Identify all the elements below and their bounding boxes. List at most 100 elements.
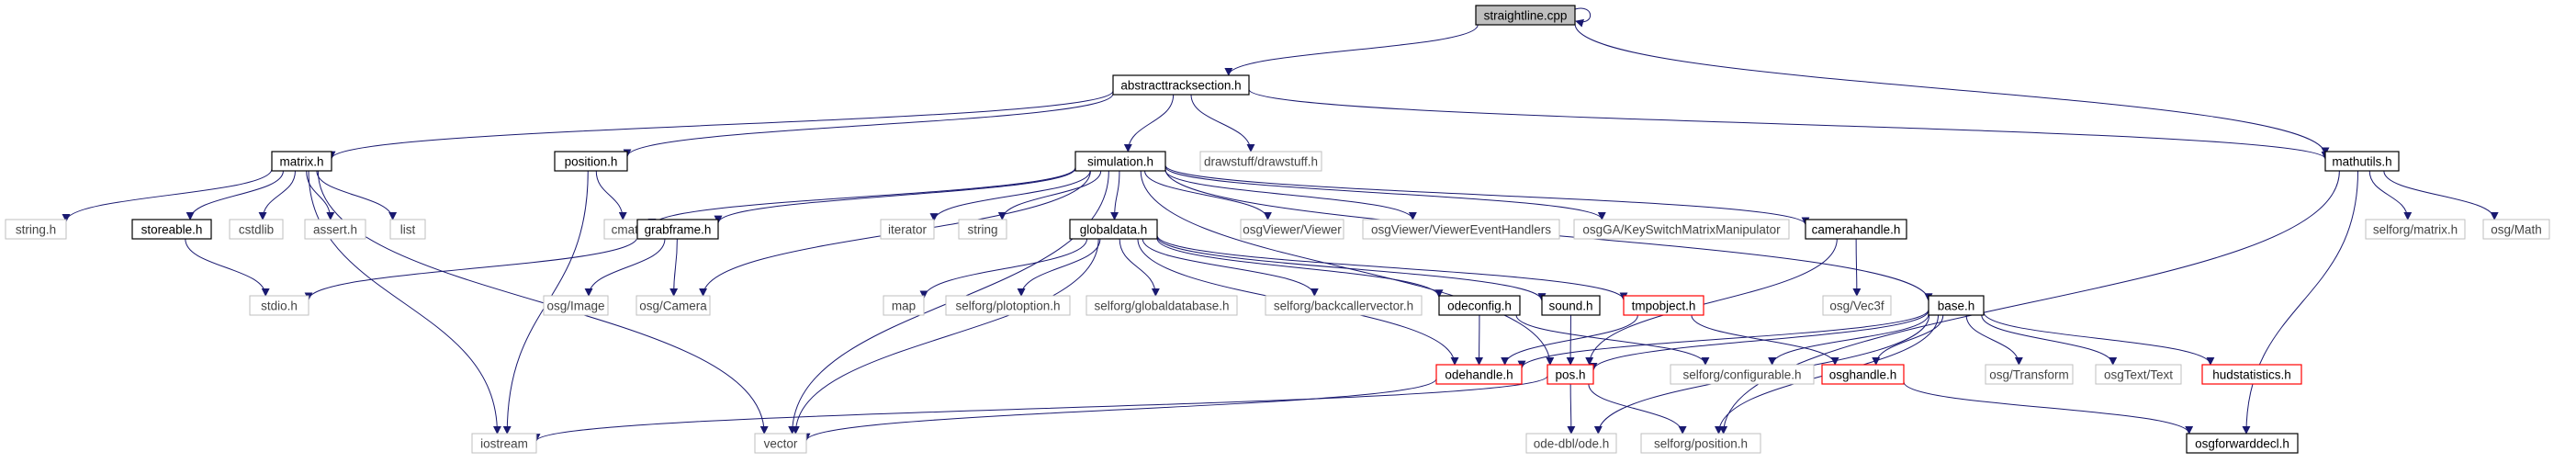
node-globaldatabase: selforg/globaldatabase.h — [1086, 295, 1238, 316]
node-label: straightline.cpp — [1484, 9, 1568, 23]
node-label: globaldata.h — [1080, 223, 1148, 237]
node-box — [1573, 219, 1790, 240]
edge-globaldata-to-sound — [1156, 236, 1547, 302]
node-box — [1670, 364, 1815, 385]
node-selforg_position: selforg/position.h — [1640, 433, 1761, 454]
node-label: string.h — [16, 223, 56, 237]
edge-pos-to-odedbl — [1567, 383, 1576, 435]
node-osgforwarddecl[interactable]: osgforwarddecl.h — [2186, 433, 2299, 454]
node-grabframe[interactable]: grabframe.h — [636, 219, 719, 240]
edge-simulation-to-camerahandle — [1164, 164, 1810, 226]
edge-mathutils-to-osgforwarddecl — [2242, 170, 2359, 435]
node-osgcamera: osg/Camera — [636, 295, 711, 316]
node-pos[interactable]: pos.h — [1547, 364, 1594, 385]
node-odehandle[interactable]: odehandle.h — [1435, 364, 1523, 385]
edge-matrix-to-iostream — [308, 170, 501, 435]
edge-base-to-hudstatistics — [1983, 311, 2215, 366]
node-label: grabframe.h — [645, 223, 712, 237]
node-box — [229, 219, 284, 240]
node-position[interactable]: position.h — [554, 151, 628, 172]
node-box — [1086, 295, 1238, 316]
node-osgviewerevent: osgViewer/ViewerEventHandlers — [1362, 219, 1560, 240]
node-abstracttracksection[interactable]: abstracttracksection.h — [1112, 74, 1250, 96]
edge-abstracttracksection-to-matrix — [327, 90, 1114, 160]
node-box — [2482, 219, 2550, 240]
node-osgimage: osg/Image — [543, 295, 609, 316]
node-simulation[interactable]: simulation.h — [1074, 151, 1166, 172]
dependency-edges — [62, 7, 2499, 443]
node-label: osgViewer/Viewer — [1243, 223, 1342, 237]
node-label: selforg/globaldatabase.h — [1094, 299, 1229, 313]
node-box — [249, 295, 309, 316]
node-box — [1435, 364, 1523, 385]
node-osghandle[interactable]: osghandle.h — [1821, 364, 1905, 385]
node-label: tmpobject.h — [1632, 299, 1696, 313]
edge-globaldata-to-vector — [791, 238, 1099, 435]
node-label: selforg/matrix.h — [2373, 223, 2458, 237]
node-tmpobject[interactable]: tmpobject.h — [1623, 295, 1704, 316]
node-vector: vector — [754, 433, 807, 454]
node-label: iterator — [888, 223, 928, 237]
edge-simulation-to-osgviewer — [1144, 170, 1272, 220]
node-map: map — [883, 295, 925, 316]
node-label: assert.h — [313, 223, 357, 237]
node-globaldata[interactable]: globaldata.h — [1069, 219, 1158, 240]
node-box — [945, 295, 1071, 316]
node-storeable[interactable]: storeable.h — [131, 219, 212, 240]
node-label: mathutils.h — [2332, 155, 2391, 169]
node-box — [2201, 364, 2302, 385]
node-box — [2095, 364, 2182, 385]
node-sound[interactable]: sound.h — [1541, 295, 1601, 316]
node-label: odeconfig.h — [1447, 299, 1512, 313]
node-iterator: iterator — [880, 219, 935, 240]
node-box — [389, 219, 426, 240]
node-label: selforg/configurable.h — [1682, 368, 1801, 382]
edge-base-to-configurable — [1768, 314, 1929, 366]
node-box — [1985, 364, 2074, 385]
node-box — [2324, 151, 2400, 172]
edge-globaldata-to-odeconfig — [1156, 238, 1444, 299]
node-box — [880, 219, 935, 240]
node-osgtransform: osg/Transform — [1985, 364, 2074, 385]
edge-mathutils-to-selforg_matrix — [2368, 170, 2413, 220]
node-label: matrix.h — [279, 155, 323, 169]
node-box — [1928, 295, 1985, 316]
node-box — [2365, 219, 2466, 240]
node-label: pos.h — [1555, 368, 1585, 382]
node-odedbl: ode-dbl/ode.h — [1525, 433, 1617, 454]
edge-matrix-to-cstdlib — [258, 170, 296, 220]
edge-mathutils-to-osgmath — [2383, 170, 2499, 220]
node-hudstatistics[interactable]: hudstatistics.h — [2201, 364, 2302, 385]
edge-base-to-osgtext — [1981, 314, 2118, 366]
node-drawstuff: drawstuff/drawstuff.h — [1199, 151, 1322, 172]
node-label: odehandle.h — [1445, 368, 1513, 382]
node-box — [271, 151, 332, 172]
node-base[interactable]: base.h — [1928, 295, 1985, 316]
node-box — [1112, 74, 1250, 96]
node-string_h: string.h — [5, 219, 67, 240]
node-box — [883, 295, 925, 316]
node-mathutils[interactable]: mathutils.h — [2324, 151, 2400, 172]
node-camerahandle[interactable]: camerahandle.h — [1805, 219, 1907, 240]
node-box — [5, 219, 67, 240]
node-box — [1362, 219, 1560, 240]
node-box — [1265, 295, 1423, 316]
node-box — [1074, 151, 1166, 172]
node-label: drawstuff/drawstuff.h — [1204, 155, 1318, 169]
node-odeconfig[interactable]: odeconfig.h — [1438, 295, 1521, 316]
edge-base-to-odehandle — [1517, 309, 1929, 369]
node-osgga: osgGA/KeySwitchMatrixManipulator — [1573, 219, 1790, 240]
edge-matrix-to-string_h — [62, 168, 273, 222]
edge-storeable-to-stdio — [185, 238, 270, 297]
node-label: abstracttracksection.h — [1120, 79, 1241, 93]
node-label: storeable.h — [141, 223, 203, 237]
node-matrix[interactable]: matrix.h — [271, 151, 332, 172]
edge-matrix-to-assert — [306, 170, 335, 220]
node-straightline[interactable]: straightline.cpp — [1475, 5, 1576, 26]
node-stdio: stdio.h — [249, 295, 309, 316]
edge-base-to-pos — [1589, 310, 1929, 371]
node-box — [2186, 433, 2299, 454]
edge-odehandle-to-vector — [802, 378, 1437, 442]
edge-tmpobject-to-odehandle — [1501, 314, 1638, 366]
node-label: vector — [764, 437, 798, 451]
